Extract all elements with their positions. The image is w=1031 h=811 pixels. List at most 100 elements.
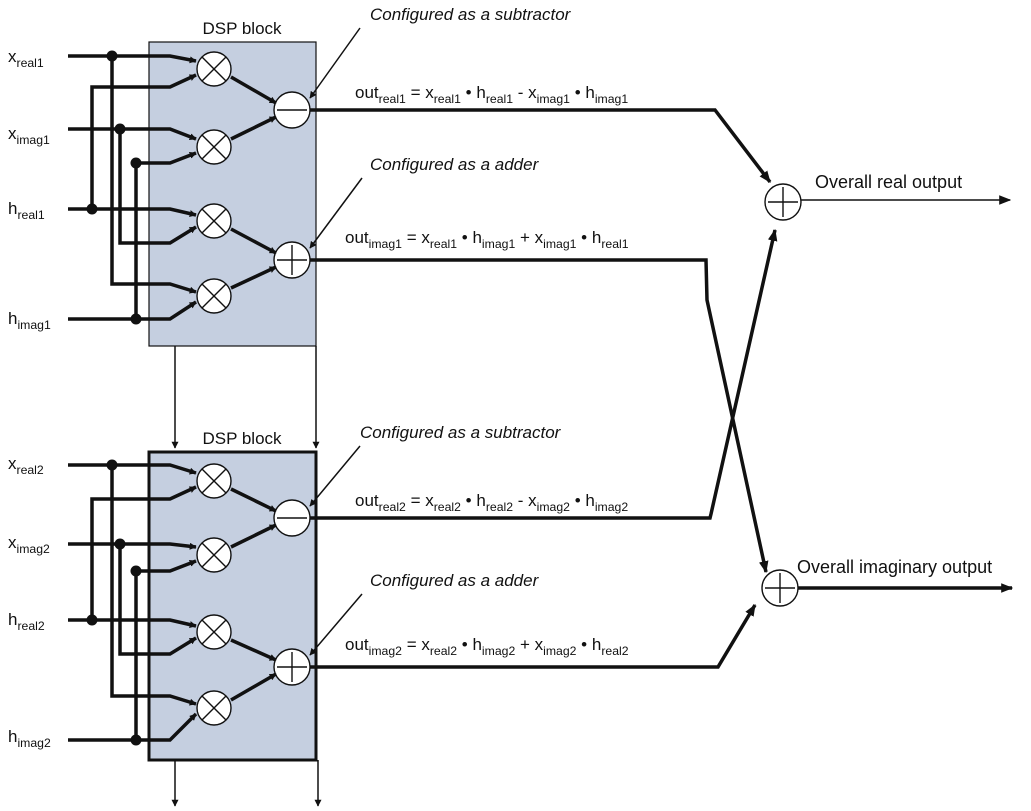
adder-note: Configured as a adder: [370, 155, 540, 174]
junction-dot: [86, 614, 98, 626]
subscript: imag1: [17, 318, 51, 332]
equation-text: x: [8, 124, 17, 143]
wire: [230, 672, 277, 702]
output-wire: [310, 228, 778, 520]
equation-text: h: [8, 309, 17, 328]
junction-dot: [114, 538, 126, 550]
overall-imag-adder-icon: [761, 569, 799, 607]
wire: [90, 73, 197, 209]
subscript: real1: [379, 92, 406, 106]
equation-text: = x: [402, 228, 430, 247]
subscript: imag2: [595, 500, 629, 514]
overall-imag-output-label: Overall imaginary output: [797, 557, 992, 577]
subscript: real1: [17, 56, 44, 70]
wire: [134, 151, 197, 319]
wire: [230, 227, 277, 255]
wire: [92, 207, 197, 217]
note-pointer: [309, 27, 361, 99]
wire: [112, 54, 197, 64]
equation-text: • h: [576, 635, 601, 654]
note-pointer: [309, 177, 363, 249]
equation-imag: outimag1 = xreal1 • himag1 + ximag1 • hr…: [345, 228, 629, 251]
overall-real-output-label: Overall real output: [815, 172, 962, 192]
input-label: himag1: [8, 309, 51, 332]
junction-dot: [106, 50, 118, 62]
equation-imag: outimag2 = xreal2 • himag2 + ximag2 • hr…: [345, 635, 629, 658]
subscript: real1: [430, 237, 457, 251]
junction-dot: [130, 565, 142, 577]
overall-real-adder-icon: [764, 183, 802, 221]
multiplier-icon: [196, 51, 232, 87]
junction-dot: [86, 203, 98, 215]
dsp-block-title: DSP block: [202, 429, 282, 448]
equation-text: out: [345, 635, 369, 654]
equation-text: • h: [457, 228, 482, 247]
equation-text: out: [355, 83, 379, 102]
subscript: real1: [434, 92, 461, 106]
note-pointer: [309, 445, 361, 507]
output-wire: [310, 603, 757, 669]
input-label: himag2: [8, 727, 51, 750]
output-wire: [310, 108, 772, 184]
subscript: real2: [434, 500, 461, 514]
subscript: real1: [601, 237, 628, 251]
multiplier-icon: [196, 278, 232, 314]
input-label: hreal1: [8, 199, 45, 222]
multiplier-icon: [196, 463, 232, 499]
dsp-block-group: DSP blockxreal2ximag2hreal2himag2Configu…: [8, 228, 778, 807]
wire: [230, 75, 277, 105]
equation-text: x: [8, 533, 17, 552]
subtractor-icon: [273, 499, 311, 537]
input-label: hreal2: [8, 610, 45, 633]
wire: [112, 463, 197, 475]
equation-real: outreal2 = xreal2 • hreal2 - ximag2 • hi…: [355, 491, 628, 514]
equation-text: = x: [402, 635, 430, 654]
wire: [110, 56, 197, 294]
multiplier-icon: [196, 537, 232, 573]
wire: [230, 638, 277, 662]
multiplier-icon: [196, 203, 232, 239]
subtractor-note: Configured as a subtractor: [370, 5, 572, 24]
junction-dot: [130, 734, 142, 746]
note-pointer: [309, 593, 363, 656]
wire: [230, 115, 277, 141]
wire: [92, 618, 197, 628]
subscript: imag2: [17, 542, 51, 556]
wire: [136, 712, 198, 742]
equation-text: + x: [515, 228, 543, 247]
equation-text: • h: [570, 83, 595, 102]
input-label: xreal2: [8, 454, 44, 477]
subscript: imag2: [537, 500, 571, 514]
output-wire: [310, 258, 769, 574]
wire: [110, 465, 197, 706]
equation-text: h: [8, 199, 17, 218]
equation-text: - x: [513, 491, 537, 510]
equation-text: • h: [461, 83, 486, 102]
subscript: imag2: [543, 644, 577, 658]
subscript: imag2: [369, 644, 403, 658]
multiplier-icon: [196, 690, 232, 726]
equation-text: • h: [457, 635, 482, 654]
subscript: imag1: [482, 237, 516, 251]
wire: [120, 127, 197, 141]
subscript: real2: [430, 644, 457, 658]
equation-text: - x: [513, 83, 537, 102]
subscript: imag1: [543, 237, 577, 251]
input-label: ximag2: [8, 533, 50, 556]
dsp-block-group: DSP blockxreal1ximag1hreal1himag1Configu…: [8, 5, 772, 574]
wire: [230, 523, 277, 549]
equation-text: • h: [570, 491, 595, 510]
equation-real: outreal1 = xreal1 • hreal1 - ximag1 • hi…: [355, 83, 628, 106]
equation-text: • h: [576, 228, 601, 247]
equation-text: • h: [461, 491, 486, 510]
subscript: real2: [486, 500, 513, 514]
wire: [136, 300, 197, 321]
equation-text: = x: [406, 83, 434, 102]
subtractor-icon: [273, 91, 311, 129]
wire: [230, 487, 277, 513]
wire: [118, 129, 197, 245]
subscript: real2: [17, 619, 44, 633]
wire: [120, 542, 197, 550]
wire: [90, 485, 197, 620]
